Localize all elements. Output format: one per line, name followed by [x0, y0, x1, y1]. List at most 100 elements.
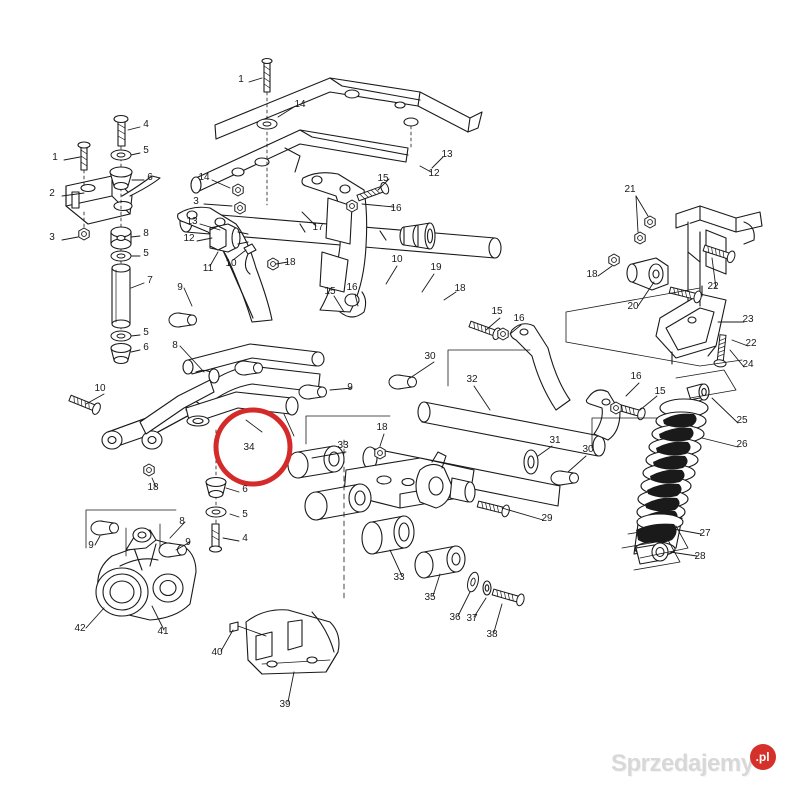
skid-plate-part-39: [245, 609, 340, 675]
clevis-part-20: [626, 257, 669, 291]
callout-number: 31: [549, 435, 561, 446]
a-arm-upper-rail: [182, 343, 325, 375]
bolt-part-1-left: [77, 141, 91, 187]
callout-number: 5: [143, 327, 149, 338]
callout-number: 29: [541, 513, 553, 524]
bushing-part-8-a: [110, 226, 132, 250]
nut-part-21-b: [634, 231, 646, 245]
washer-part-36: [465, 570, 481, 594]
bushing-part-30-b: [550, 470, 580, 486]
bolt-part-1-right: [403, 117, 419, 151]
washer-part-5-b: [110, 250, 132, 262]
bushing-part-35: [414, 545, 466, 579]
bushing-part-6-c: [205, 476, 227, 499]
bushing-part-9-d: [90, 520, 120, 536]
nut-part-21-a: [644, 215, 656, 229]
washer-part-31: [523, 449, 539, 475]
bushing-part-33-left-big: [287, 445, 345, 479]
callout-number: 1: [52, 152, 58, 163]
callout-number: 3: [49, 232, 55, 243]
leader-box-swingarm: [305, 415, 391, 601]
callout-number: 4: [143, 119, 149, 130]
pivot-bolt-part-12-left: [209, 223, 249, 253]
link-bracket-upper: [510, 323, 571, 411]
callout-number: 38: [486, 629, 498, 640]
link-bracket-lower: [585, 389, 621, 441]
callout-number: 5: [143, 145, 149, 156]
washer-part-5-c: [110, 330, 132, 342]
screw-part-40: [229, 621, 267, 637]
bushing-part-8-b: [195, 368, 220, 384]
frame-crossmember: [214, 77, 483, 140]
callout-number: 5: [143, 248, 149, 259]
callout-number: 14: [198, 172, 210, 183]
pivot-bolt-part-13-right: [399, 222, 436, 250]
leader-box-shock-lower: [627, 525, 689, 559]
callout-number: 42: [74, 623, 86, 634]
washer-part-5-a: [110, 149, 132, 161]
watermark-text: Sprzedajemy: [611, 750, 754, 777]
callout-number: 33: [393, 572, 405, 583]
callout-number: 37: [466, 613, 478, 624]
watermark: Sprzedajemy .pl: [611, 744, 776, 784]
bolt-part-4-top: [113, 114, 129, 147]
callout-number: 22: [707, 281, 719, 292]
callout-number: 8: [172, 340, 178, 351]
bushing-part-30-a: [388, 374, 418, 390]
spacer-part-7: [111, 263, 131, 329]
callout-number: 18: [284, 257, 296, 268]
callout-number: 14: [294, 99, 306, 110]
callout-number: 12: [183, 233, 195, 244]
bushing-part-6-b: [110, 342, 132, 365]
callout-number: 7: [147, 275, 153, 286]
bushing-part-9-c: [298, 384, 328, 400]
callout-number: 15: [654, 386, 666, 397]
callout-number: 13: [441, 149, 453, 160]
callout-number: 15: [324, 286, 336, 297]
leader-box-shock-base: [621, 539, 681, 571]
bolt-part-10-left: [67, 391, 103, 417]
callout-number: 1: [238, 74, 244, 85]
callout-number: 11: [203, 263, 214, 274]
callout-number: 39: [279, 699, 291, 710]
highlight-circle-part-34: [213, 407, 293, 487]
frame-bracket-right: [675, 205, 763, 317]
bolt-part-22-a: [667, 283, 704, 305]
callout-number: 9: [88, 540, 94, 551]
bushing-part-9-e: [158, 542, 188, 558]
callout-number: 6: [147, 172, 153, 183]
support-plate-part-23: [655, 285, 727, 365]
nut-part-3-mid: [234, 201, 246, 215]
callout-number: 8: [143, 228, 149, 239]
leader-box-left-hub: [85, 509, 177, 557]
leader-box-frame-mount: [565, 287, 743, 367]
callout-number: 20: [627, 301, 639, 312]
callout-number: 10: [94, 383, 106, 394]
callout-number: 21: [624, 184, 636, 195]
callout-number: 10: [225, 258, 237, 269]
callout-number: 15: [491, 306, 503, 317]
swingarm-knuckle-center: [415, 451, 476, 509]
callout-number: 18: [454, 283, 466, 294]
nut-part-18-swingarm: [374, 446, 386, 460]
bushing-part-33-left-lower: [304, 483, 372, 521]
nut-part-16-upper: [346, 199, 358, 213]
bolt-part-38: [490, 585, 526, 608]
washer-part-5-d: [205, 506, 227, 518]
nut-part-3-left: [78, 227, 90, 241]
shock-lower-eye-part-28: [635, 542, 669, 565]
watermark-badge: .pl: [749, 744, 776, 770]
knuckle-arm-part-42: [125, 527, 157, 551]
callout-number: 13: [186, 216, 198, 227]
bolt-part-1-top: [261, 57, 273, 93]
washer-part-14-top: [256, 118, 278, 130]
callout-number: 19: [430, 262, 442, 273]
a-arm-front-leg: [139, 379, 215, 435]
bushing-part-33-lower: [361, 515, 415, 555]
callout-number: 6: [143, 342, 149, 353]
nut-part-14-left: [232, 183, 244, 197]
callout-number: 36: [449, 612, 461, 623]
bushing-part-9-b: [234, 360, 264, 376]
